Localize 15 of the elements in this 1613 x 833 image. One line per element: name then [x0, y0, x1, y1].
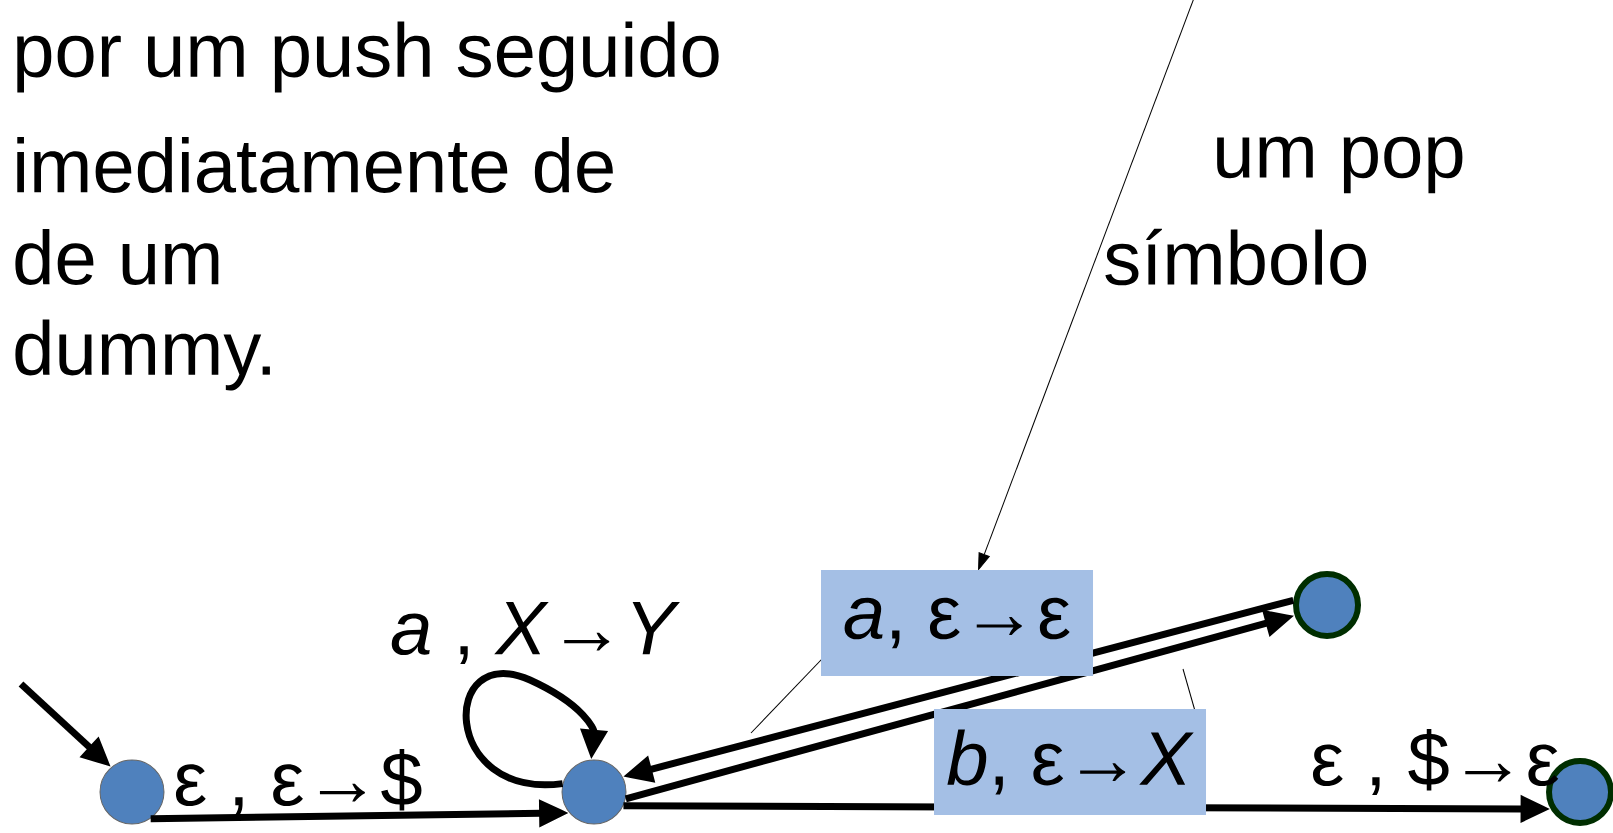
text-line: dummy.	[15, 319, 270, 391]
text-line: por um push seguido	[17, 21, 719, 93]
state-circle	[561, 759, 627, 825]
arrow	[463, 670, 609, 788]
text-line: símbolo	[1105, 228, 1367, 286]
state-circle	[99, 759, 165, 825]
edge-label: a , X→Y	[391, 602, 680, 664]
edge-label: b, ε→X	[934, 709, 1206, 815]
text-line: de um	[15, 229, 219, 285]
text-line: imediatamente de	[17, 137, 613, 193]
text-line: um pop	[1217, 136, 1463, 194]
edge-label: a, ε→ε	[821, 570, 1093, 676]
edge-label: ε , ε→$	[175, 749, 422, 815]
state-circle	[1293, 571, 1361, 639]
edge-label: ε , $→ε	[1312, 729, 1559, 795]
